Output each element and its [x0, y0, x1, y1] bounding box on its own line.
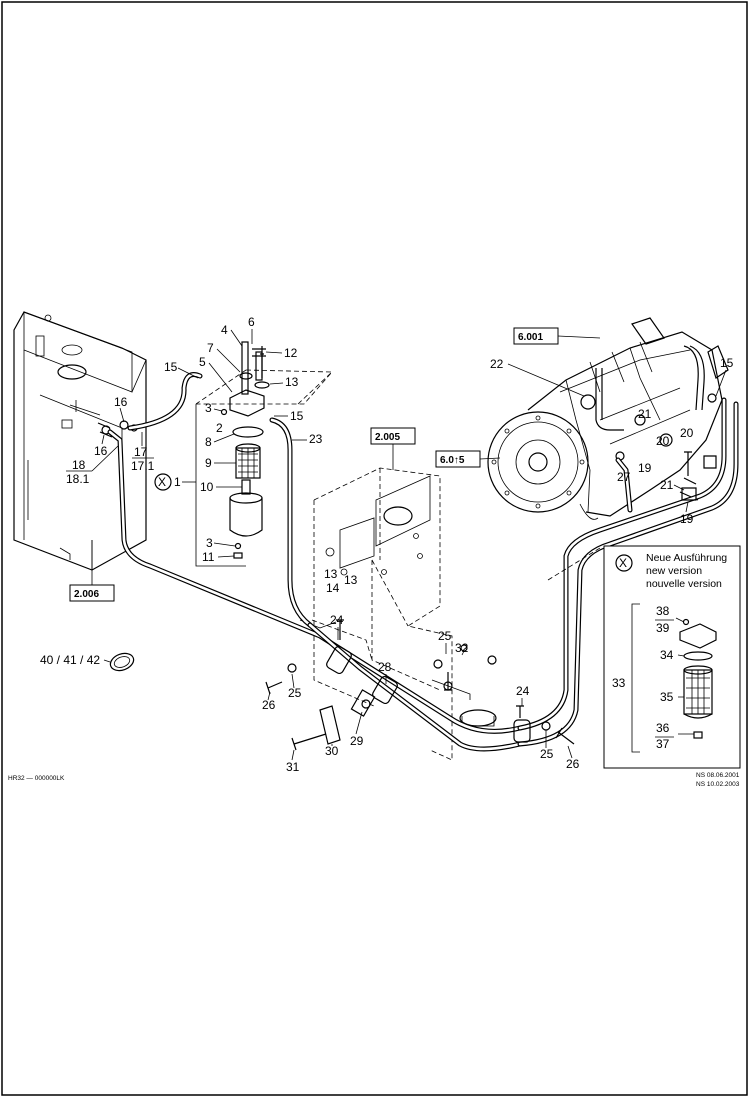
label-28: 28 — [378, 660, 392, 674]
footer: HR32 — 000000LK NS 08.06.2001 NS 10.02.2… — [8, 772, 740, 788]
label-23: 23 — [309, 432, 323, 446]
frame-bracket — [299, 467, 497, 761]
ref-box-tank[interactable]: 2.006 — [69, 540, 115, 602]
label-13a: 13 — [285, 375, 299, 389]
label-circled-x: X — [158, 475, 166, 489]
label-33: 33 — [612, 676, 626, 690]
label-36: 36 — [656, 721, 670, 735]
label-22: 22 — [490, 357, 504, 371]
label-5: 5 — [199, 355, 206, 369]
inset-circled-x: X — [619, 556, 627, 570]
label-29: 29 — [350, 734, 364, 748]
ref-box-frame[interactable]: 2.005 — [370, 427, 416, 470]
legend-line3: nouvelle version — [646, 578, 722, 590]
label-4: 4 — [221, 323, 228, 337]
label-18: 18 — [72, 458, 86, 472]
label-16a: 16 — [114, 395, 128, 409]
label-13b: 13 — [324, 567, 338, 581]
label-3a: 3 — [205, 401, 212, 415]
label-15a: 15 — [164, 360, 178, 374]
label-15c: 15 — [720, 356, 734, 370]
label-27: 27 — [617, 470, 631, 484]
ref-frame-text: 2.005 — [375, 432, 400, 443]
label-24a: 24 — [330, 613, 344, 627]
label-34: 34 — [660, 648, 674, 662]
label-25a: 25 — [438, 629, 452, 643]
label-16b: 16 — [94, 444, 108, 458]
hose-clamp-40-41-42 — [103, 652, 135, 672]
label-18-1: 18.1 — [66, 472, 90, 486]
label-39: 39 — [656, 621, 670, 635]
label-20a: 20 — [656, 434, 670, 448]
label-1: 1 — [174, 475, 181, 489]
label-31: 31 — [286, 760, 300, 774]
footer-date-1: NS 08.06.2001 — [696, 772, 740, 779]
label-24b: 24 — [516, 684, 530, 698]
new-version-inset: X Neue Ausführung new version nouvelle v… — [603, 545, 741, 769]
label-35: 35 — [660, 690, 674, 704]
label-13c-hidden: 13 — [344, 573, 358, 587]
ref-box-engine-2[interactable]: 6.0↑5 — [435, 450, 501, 468]
fuel-tank — [13, 311, 147, 571]
filter-assembly — [195, 341, 333, 567]
label-21b: 21 — [660, 478, 674, 492]
hose-clamps — [319, 487, 697, 745]
label-17: 17 — [134, 445, 148, 459]
footer-date-2: NS 10.02.2003 — [696, 781, 740, 788]
label-7: 7 — [207, 341, 214, 355]
label-clamps: 40 / 41 / 42 — [40, 653, 100, 667]
label-26a: 26 — [262, 698, 276, 712]
label-8: 8 — [205, 435, 212, 449]
label-10: 10 — [200, 480, 214, 494]
label-20b: 20 — [680, 426, 694, 440]
label-38: 38 — [656, 604, 670, 618]
label-2: 2 — [216, 421, 223, 435]
label-12: 12 — [284, 346, 298, 360]
footer-code: HR32 — 000000LK — [8, 775, 65, 782]
label-37: 37 — [656, 737, 670, 751]
label-21a: 21 — [638, 407, 652, 421]
dashed-leads — [297, 371, 601, 581]
label-19b: 19 — [680, 512, 694, 526]
label-25c: 25 — [540, 747, 554, 761]
part-labels: 4 6 12 7 5 13 15 15 3 2 8 9 10 3 11 23 X… — [40, 315, 734, 774]
label-6: 6 — [248, 315, 255, 329]
legend-line2: new version — [646, 565, 702, 577]
label-32: 32 — [455, 641, 469, 655]
label-19a: 19 — [638, 461, 652, 475]
label-26b: 26 — [566, 757, 580, 771]
label-14: 14 — [326, 581, 340, 595]
label-3b: 3 — [206, 536, 213, 550]
engine — [487, 317, 729, 520]
label-25b: 25 — [288, 686, 302, 700]
ref-engine-text: 6.001 — [518, 332, 543, 343]
bolts — [260, 346, 575, 751]
label-11: 11 — [202, 550, 215, 564]
label-17-1: 17.1 — [131, 459, 155, 473]
label-15b: 15 — [290, 409, 304, 423]
label-9: 9 — [205, 456, 212, 470]
label-30: 30 — [325, 744, 339, 758]
ref-tank-text: 2.006 — [74, 589, 99, 600]
ref-box-engine[interactable]: 6.001 — [513, 327, 601, 345]
legend-line1: Neue Ausführung — [646, 552, 727, 564]
ref-engine2-text: 6.0↑5 — [440, 455, 465, 466]
